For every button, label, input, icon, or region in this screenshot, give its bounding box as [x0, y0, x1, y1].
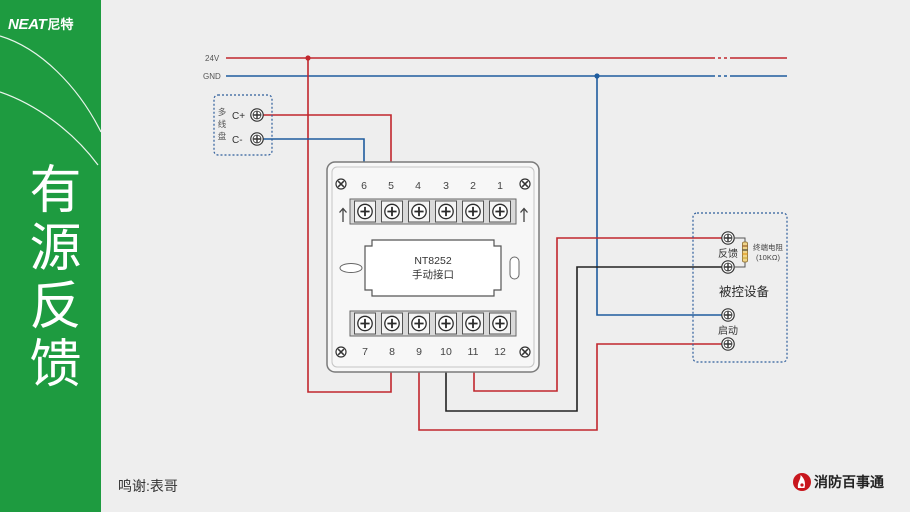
module-slot-left [339, 263, 363, 273]
mounting-screw-icon [519, 178, 531, 190]
neat-logo: NEAT尼特 [8, 15, 74, 35]
module-label-plate [364, 239, 502, 297]
terminal-number: 10 [440, 346, 452, 358]
junction-24v [305, 55, 311, 61]
terminal-screw-icon [407, 200, 431, 223]
mounting-screw-icon [519, 346, 531, 358]
up-arrow-icon [339, 207, 347, 222]
resistor-icon [734, 237, 748, 268]
controller-name-char: 盘 [218, 131, 227, 141]
module-name: 手动接口 [412, 268, 454, 281]
module-slot-right [509, 256, 520, 280]
source-name: 消防百事通 [814, 474, 884, 490]
module-nt8252: 6 5 4 3 2 1 NT8252 手动接口 [326, 161, 540, 373]
terminal-screw-icon [434, 200, 458, 223]
wire-24v-to-terminal-8 [307, 58, 392, 393]
terminal-number: 7 [362, 346, 368, 358]
resistor-value: (10KΩ) [756, 253, 780, 262]
bus-gnd-label: GND [203, 72, 221, 81]
wire-gnd-to-start [596, 76, 722, 316]
terminal-number: 11 [468, 346, 479, 358]
terminal-screw-icon [461, 312, 485, 335]
terminal-number: 9 [416, 346, 422, 358]
device-dashed-box [692, 212, 788, 363]
wire-terminal-9-to-start [418, 343, 722, 431]
terminal-number: 8 [389, 346, 395, 358]
terminal-screw-icon [380, 200, 404, 223]
wire-cplus-to-terminal-5 [263, 114, 392, 162]
slide-title: 有源反馈 [21, 162, 79, 394]
logo-cjk: 尼特 [47, 17, 74, 32]
wire-terminal-10-to-feedback [445, 266, 722, 412]
terminal-screw-icon [353, 312, 377, 335]
terminal-screw-icon [488, 312, 512, 335]
start-label: 启动 [718, 324, 738, 337]
logo-latin: NEAT [8, 16, 47, 33]
wire-terminal-11-to-feedback [473, 237, 722, 392]
terminal-screw-icon [407, 312, 431, 335]
module-inner-frame [331, 166, 535, 368]
terminal-screw-icon [250, 108, 264, 122]
terminal-number: 4 [415, 180, 421, 192]
device-title: 被控设备 [719, 284, 770, 299]
up-arrow-icon [520, 207, 528, 222]
bus-24v-label: 24V [205, 54, 220, 63]
terminal-number: 2 [470, 180, 476, 192]
c-plus-label: C+ [232, 111, 245, 122]
bottom-terminal-block [349, 310, 517, 337]
feedback-label: 反馈 [718, 247, 738, 260]
mounting-screw-icon [335, 178, 347, 190]
module-model: NT8252 [414, 255, 452, 267]
terminal-number: 1 [497, 180, 503, 192]
terminal-screw-icon [721, 308, 735, 322]
terminal-screw-icon [721, 337, 735, 351]
terminal-number: 3 [443, 180, 449, 192]
terminal-screw-icon [380, 312, 404, 335]
source-logo-icon [793, 473, 811, 491]
terminal-screw-icon [353, 200, 377, 223]
terminal-screw-icon [434, 312, 458, 335]
terminal-screw-icon [250, 132, 264, 146]
controller-name-char: 线 [218, 119, 227, 129]
terminal-screw-icon [488, 200, 512, 223]
terminal-screw-icon [721, 260, 735, 274]
terminal-number: 6 [361, 180, 367, 192]
brand-panel: NEAT尼特 有源反馈 [0, 0, 101, 512]
terminal-screw-icon [721, 231, 735, 245]
top-terminal-block [349, 198, 517, 225]
c-minus-label: C- [232, 135, 243, 146]
junction-gnd [594, 73, 600, 79]
terminal-screw-icon [461, 200, 485, 223]
decorative-curves [0, 35, 101, 166]
controller-dashed-box [213, 94, 273, 156]
terminal-number: 12 [494, 346, 506, 358]
mounting-screw-icon [335, 346, 347, 358]
resistor-label: 终端电阻 [753, 242, 783, 252]
multiline-controller: 多 线 盘 C+ C- [213, 94, 273, 156]
terminal-number: 5 [388, 180, 394, 192]
controlled-device: 反馈 终端电阻 (10KΩ) 被控设备 启动 [692, 212, 788, 363]
credit-text: 鸣谢:表哥 [118, 478, 178, 494]
controller-name-char: 多 [218, 107, 227, 117]
wire-cminus-to-terminal-6 [263, 138, 365, 162]
